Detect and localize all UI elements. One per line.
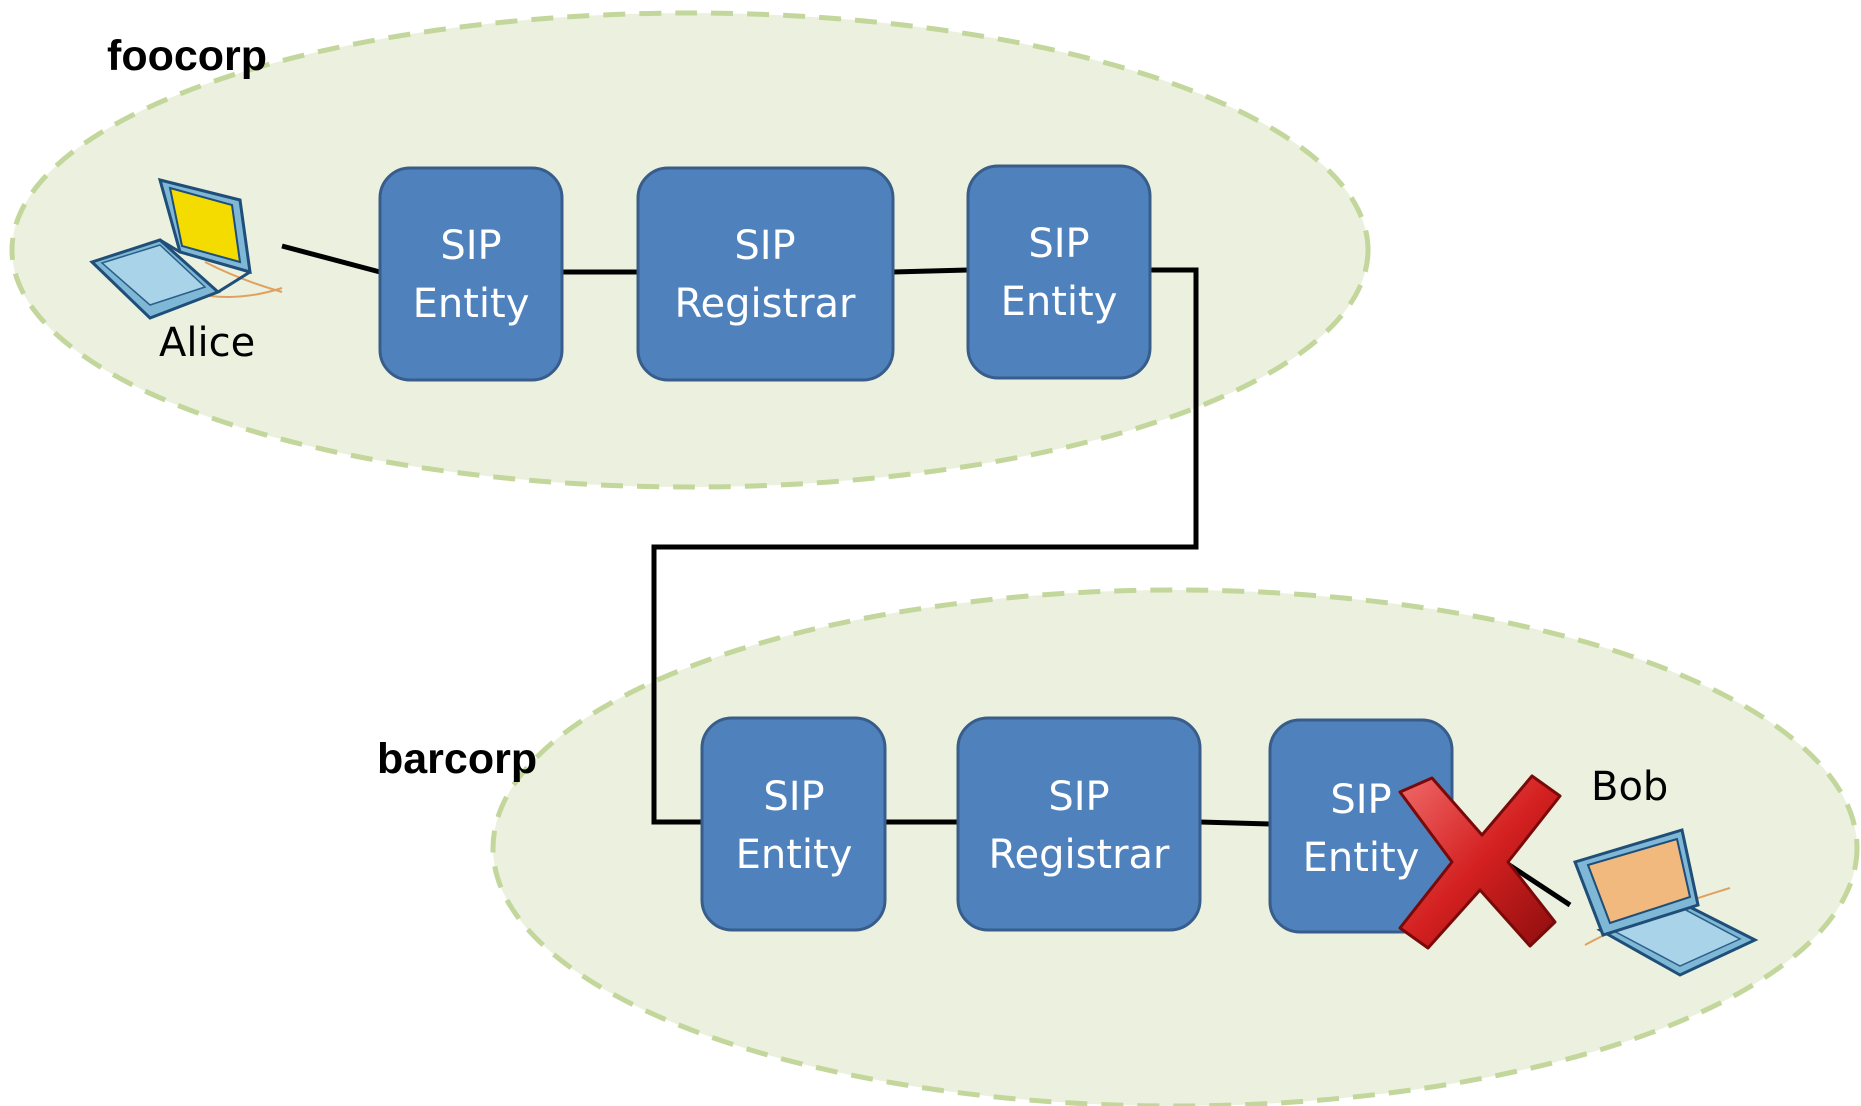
domain-label-foocorp: foocorp (107, 32, 267, 80)
red-x-icon (1398, 774, 1562, 950)
node-label-line1: SIP (763, 774, 824, 820)
sip-node-bar-registrar: SIP Registrar (956, 716, 1202, 932)
node-label-line1: SIP (734, 223, 795, 269)
sip-node-foo-entity-2: SIP Entity (966, 164, 1152, 380)
node-label-line1: SIP (1028, 221, 1089, 267)
sip-node-bar-entity-2: SIP Entity (1268, 718, 1454, 934)
laptop-bob-icon (1573, 828, 1759, 977)
user-label-alice: Alice (159, 320, 255, 366)
link-alice-to-foo-entity-1 (281, 243, 381, 275)
sip-node-foo-entity-1: SIP Entity (378, 166, 564, 382)
domain-label-barcorp: barcorp (377, 735, 537, 783)
node-label-line2: Registrar (674, 281, 856, 327)
node-label-line2: Registrar (988, 832, 1170, 878)
node-label-line2: Entity (736, 832, 853, 878)
laptop-alice-icon (89, 177, 283, 320)
link-foo-registrar-to-foo-entity-2 (892, 267, 969, 275)
node-label-line1: SIP (1330, 777, 1391, 823)
node-label-line1: SIP (440, 223, 501, 269)
sip-node-bar-entity-1: SIP Entity (700, 716, 887, 932)
user-label-bob: Bob (1591, 764, 1668, 810)
node-label-line2: Entity (1001, 279, 1118, 325)
link-foo-entity-2-to-bar-entity-1 (651, 267, 1199, 825)
node-label-line1: SIP (1048, 774, 1109, 820)
node-label-line2: Entity (1303, 835, 1420, 881)
link-bar-registrar-to-bar-entity-2 (1199, 819, 1271, 827)
node-label-line2: Entity (413, 281, 530, 327)
sip-node-foo-registrar: SIP Registrar (636, 166, 895, 382)
